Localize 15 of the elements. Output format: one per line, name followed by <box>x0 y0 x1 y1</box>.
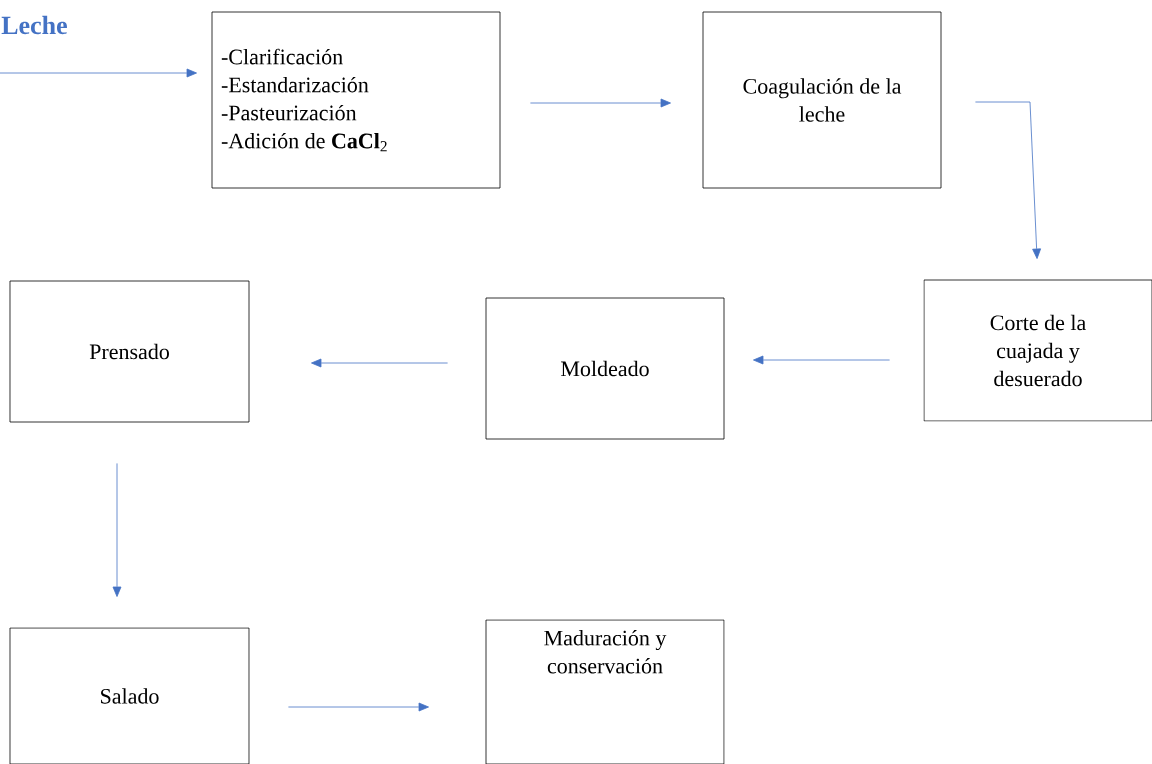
arrow <box>530 98 671 108</box>
process-box: Moldeado <box>485 297 725 440</box>
process-box: Salado <box>9 627 250 764</box>
arrow <box>288 702 429 712</box>
process-box: Corte de la cuajada y desuerado <box>923 279 1152 422</box>
arrow <box>753 355 890 365</box>
arrow <box>311 358 448 368</box>
arrow <box>0 68 197 78</box>
process-box: Prensado <box>9 280 250 423</box>
process-box: Coagulación de la leche <box>702 11 942 189</box>
arrow <box>975 101 1042 259</box>
start-label: Leche <box>1 15 67 35</box>
process-box: Maduración y conservación <box>485 619 725 764</box>
process-box: -Clarificación -Estandarización -Pasteurización -Adición de CaCl$_{2}$ <box>211 11 501 189</box>
arrow <box>112 463 122 597</box>
